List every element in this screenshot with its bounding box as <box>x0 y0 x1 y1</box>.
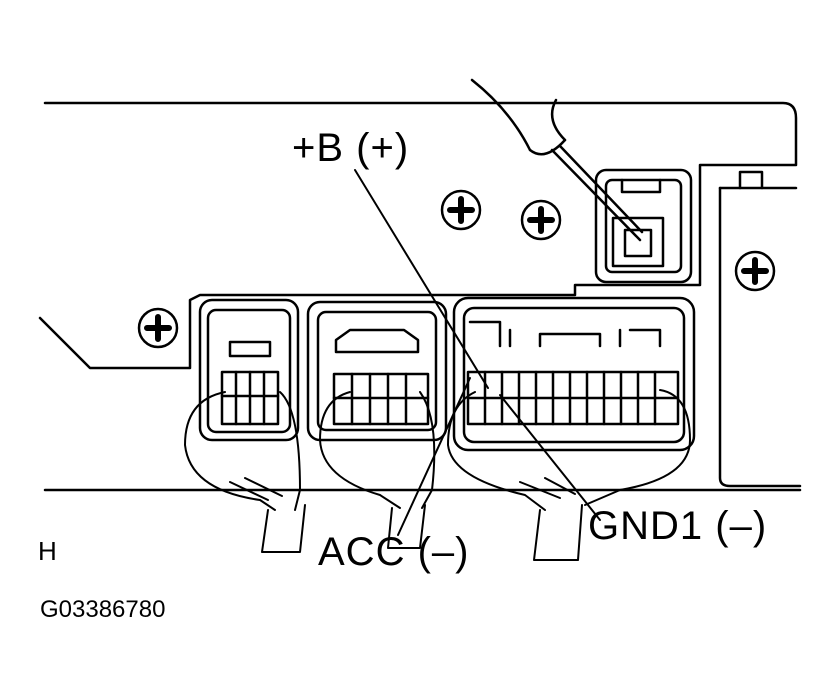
connector-right <box>452 296 696 452</box>
gnd1-label: GND1 (–) <box>588 504 768 548</box>
probe-icon <box>470 78 644 242</box>
b-plus-label: +B (+) <box>292 126 410 170</box>
acc-label: ACC (–) <box>318 530 470 574</box>
view-letter: H <box>38 536 57 566</box>
small-connector <box>594 168 693 284</box>
leader-lines <box>354 169 601 536</box>
screw-icon <box>520 199 562 241</box>
screw-icon <box>440 189 482 231</box>
unit-body <box>38 101 802 492</box>
screw-icon <box>734 250 776 292</box>
wire-harness <box>184 389 691 561</box>
figure-code: G03386780 <box>40 596 166 623</box>
connector-middle <box>306 300 448 442</box>
connector-left <box>198 298 300 442</box>
screw-icon <box>137 307 179 349</box>
